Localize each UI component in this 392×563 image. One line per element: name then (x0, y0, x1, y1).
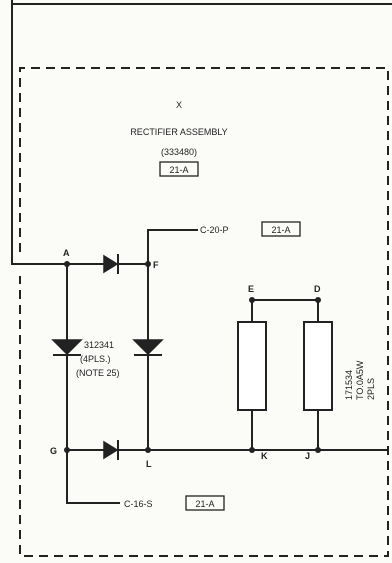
node-dot-j (315, 447, 321, 453)
node-label-j: J (305, 451, 310, 461)
resistor-e-k (237, 321, 267, 411)
resistor-note-line-2: TO.0A5W (355, 360, 365, 400)
node-dot-d (315, 297, 321, 303)
node-dot-a (64, 261, 70, 267)
bottom-connection-ref-label: 21-A (195, 499, 214, 509)
node-dot-g (64, 447, 70, 453)
node-label-g: G (50, 446, 57, 456)
diode-a-f (103, 254, 119, 274)
diode-note-line-2: (4PLS.) (80, 354, 111, 364)
node-label-d: D (314, 284, 321, 294)
diode-right-vertical (132, 339, 164, 356)
bottom-connection-ref-box (185, 495, 225, 511)
wire-g-down (66, 450, 120, 504)
node-dot-f (145, 261, 151, 267)
assembly-ref: 21-A (169, 165, 188, 175)
resistor-note-line-3: 2PLS (366, 378, 376, 400)
node-dot-l (145, 447, 151, 453)
node-label-f: F (153, 260, 159, 270)
node-dot-k (249, 447, 255, 453)
assembly-part-number: (333480) (161, 147, 197, 157)
diode-note-line-3: (NOTE 25) (76, 368, 120, 378)
assembly-title: RECTIFIER ASSEMBLY (130, 127, 227, 137)
assembly-designator: X (176, 100, 182, 110)
resistor-d-j (303, 321, 333, 411)
top-connection-ref-box (261, 221, 301, 237)
wire-f-up (147, 229, 198, 264)
node-label-e: E (248, 284, 254, 294)
resistor-note-line-1: 171534 (344, 370, 354, 400)
resistor-note: 171534 TO.0A5W 2PLS (344, 360, 376, 400)
diode-note-line-1: 312341 (84, 340, 114, 350)
node-label-a: A (63, 248, 70, 258)
assembly-boundary (19, 67, 389, 557)
diode-left-vertical (51, 339, 83, 356)
top-connection-ref-label: 21-A (271, 225, 290, 235)
wire-e-d (251, 299, 319, 322)
top-connection-ref: C-20-P (200, 225, 229, 235)
bottom-connection-ref: C-16-S (124, 499, 153, 509)
assembly-ref-box (159, 161, 199, 177)
node-label-k: K (261, 451, 268, 461)
outer-feed-wire (11, 0, 67, 265)
node-dot-e (249, 297, 255, 303)
node-label-l: L (146, 459, 152, 469)
diode-g-l (103, 440, 119, 460)
